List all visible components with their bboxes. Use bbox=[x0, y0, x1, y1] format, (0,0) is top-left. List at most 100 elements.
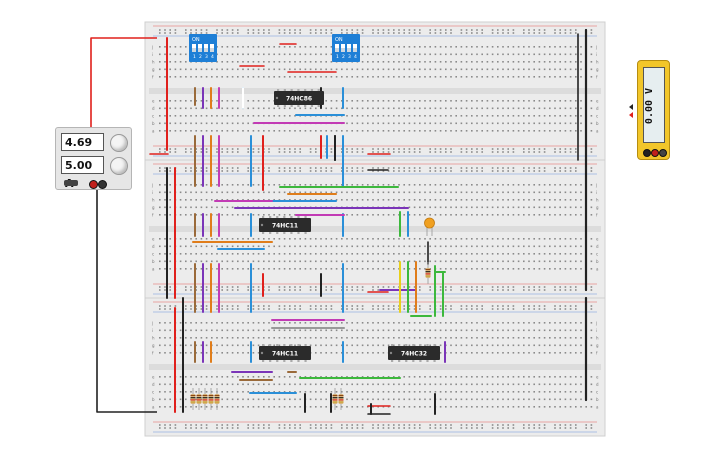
terminal-hole bbox=[408, 122, 411, 125]
power-switch[interactable] bbox=[64, 180, 78, 186]
ic-chip[interactable]: 74HC86 bbox=[274, 89, 324, 107]
current-knob[interactable] bbox=[110, 157, 128, 175]
terminal-hole bbox=[221, 130, 223, 132]
terminal-hole bbox=[543, 100, 546, 102]
multimeter[interactable]: 0.00 V bbox=[637, 60, 670, 160]
row-letter: j bbox=[151, 45, 153, 50]
resistor[interactable] bbox=[425, 262, 431, 284]
terminal-hole bbox=[491, 68, 494, 71]
rail-hole bbox=[185, 427, 187, 429]
terminal-hole bbox=[564, 61, 567, 63]
terminal-hole bbox=[242, 68, 244, 71]
terminal-hole bbox=[367, 268, 369, 270]
rail-hole bbox=[564, 286, 567, 288]
resistor[interactable] bbox=[196, 388, 202, 410]
rail-hole bbox=[351, 151, 353, 153]
resistor[interactable] bbox=[332, 388, 338, 410]
terminal-hole bbox=[273, 383, 275, 386]
rail-hole bbox=[476, 167, 478, 169]
terminal-hole bbox=[507, 260, 509, 263]
terminal-hole bbox=[367, 337, 369, 339]
rail-hole bbox=[564, 424, 567, 426]
terminal-hole bbox=[439, 376, 442, 378]
terminal-hole bbox=[590, 337, 593, 339]
negative-terminal[interactable] bbox=[98, 180, 107, 189]
resistor[interactable] bbox=[338, 388, 344, 410]
rail-hole bbox=[497, 170, 499, 172]
terminal-hole bbox=[304, 238, 307, 240]
rail-hole bbox=[439, 289, 442, 291]
terminal-hole bbox=[200, 383, 203, 386]
terminal-hole bbox=[159, 383, 161, 386]
voltage-port[interactable] bbox=[651, 149, 659, 157]
resistor[interactable] bbox=[214, 388, 220, 410]
terminal-hole bbox=[398, 61, 400, 63]
terminal-hole bbox=[523, 245, 525, 248]
terminal-hole bbox=[512, 260, 515, 263]
supply-lead[interactable] bbox=[96, 186, 157, 413]
terminal-hole bbox=[580, 391, 582, 393]
terminal-hole bbox=[268, 268, 270, 270]
ic-chip[interactable]: 74HC11 bbox=[259, 216, 311, 234]
terminal-hole bbox=[159, 406, 161, 408]
terminal-hole bbox=[351, 391, 353, 393]
terminal-hole bbox=[179, 260, 182, 263]
terminal-hole bbox=[283, 130, 286, 132]
terminal-hole bbox=[434, 107, 437, 110]
terminal-hole bbox=[382, 191, 385, 194]
rail-hole bbox=[419, 148, 421, 150]
terminal-hole bbox=[569, 260, 572, 263]
com-port[interactable] bbox=[643, 149, 651, 157]
terminal-hole bbox=[476, 68, 478, 71]
terminal-hole bbox=[268, 344, 270, 347]
terminal-hole bbox=[549, 122, 551, 125]
amp-port[interactable] bbox=[659, 149, 667, 157]
rail-hole bbox=[283, 148, 286, 150]
terminal-hole bbox=[538, 329, 541, 332]
ic-pin bbox=[276, 344, 279, 346]
terminal-hole bbox=[408, 329, 411, 332]
rail-hole bbox=[481, 305, 483, 307]
terminal-hole bbox=[190, 68, 192, 71]
rail-hole bbox=[398, 151, 400, 153]
rail-hole bbox=[538, 151, 541, 153]
rail-hole bbox=[507, 424, 509, 426]
rail-hole bbox=[278, 308, 281, 310]
terminal-hole bbox=[559, 238, 561, 240]
terminal-hole bbox=[221, 337, 223, 339]
positive-terminal[interactable] bbox=[89, 180, 98, 189]
terminal-hole bbox=[325, 253, 327, 255]
rail-hole bbox=[559, 170, 561, 172]
dc-power-supply[interactable]: 4.69 V 5.00 A bbox=[55, 127, 132, 190]
terminal-hole bbox=[226, 337, 229, 339]
rail-hole bbox=[590, 170, 593, 172]
voltage-knob[interactable] bbox=[110, 134, 128, 152]
ic-pin bbox=[262, 216, 265, 218]
rail-hole bbox=[434, 148, 437, 150]
terminal-hole bbox=[460, 238, 463, 240]
rail-hole bbox=[294, 170, 296, 172]
rail-hole bbox=[439, 167, 442, 169]
rail-hole bbox=[257, 308, 260, 310]
terminal-hole bbox=[580, 383, 582, 386]
resistor[interactable] bbox=[208, 388, 214, 410]
led[interactable] bbox=[424, 217, 435, 236]
terminal-hole bbox=[257, 398, 260, 401]
terminal-hole bbox=[278, 376, 281, 378]
terminal-hole bbox=[320, 268, 322, 270]
resistor[interactable] bbox=[190, 388, 196, 410]
ic-chip[interactable]: 74HC11 bbox=[259, 344, 311, 362]
resistor[interactable] bbox=[202, 388, 208, 410]
rail-hole bbox=[543, 151, 546, 153]
rail-hole bbox=[460, 151, 463, 153]
terminal-hole bbox=[460, 100, 463, 102]
ic-chip[interactable]: 74HC32 bbox=[388, 344, 440, 362]
rail-hole bbox=[200, 289, 203, 291]
